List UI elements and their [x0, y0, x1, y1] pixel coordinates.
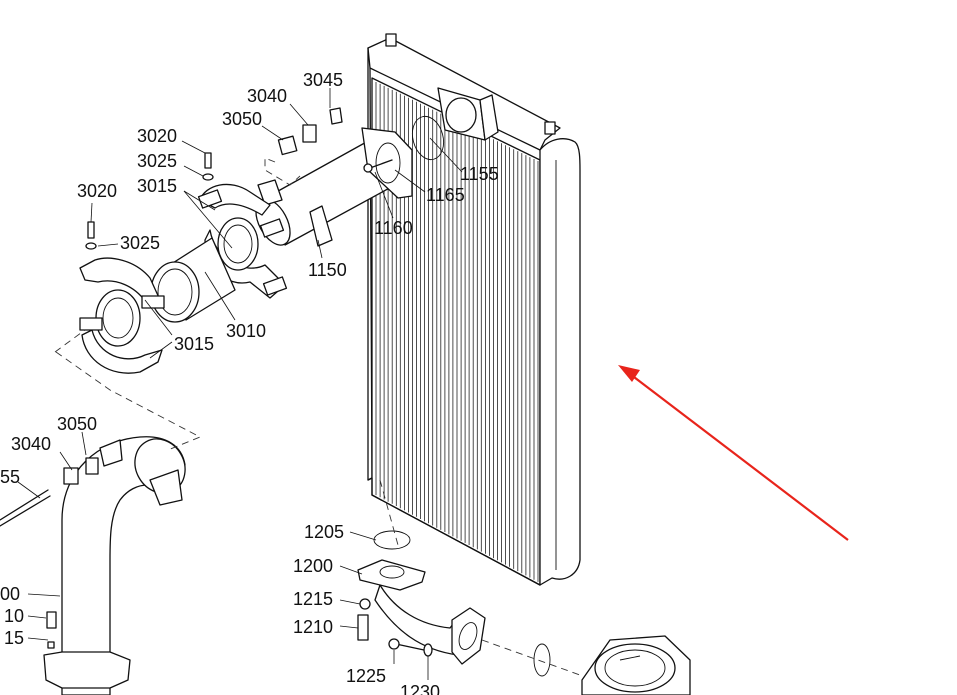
label-15: 15	[4, 628, 24, 648]
label-00: 00	[0, 584, 20, 604]
label-3020: 3020	[137, 126, 177, 146]
label-1225: 1225	[346, 666, 386, 686]
bottom-right-component	[581, 635, 691, 695]
upper-pipe-assembly	[255, 115, 445, 247]
label-1160: 1160	[374, 218, 413, 238]
lower-clamp	[79, 257, 165, 374]
label-3010: 3010	[226, 321, 266, 341]
label-1230: 1230	[400, 682, 440, 695]
dashed-guides	[54, 157, 581, 676]
label-1200: 1200	[293, 556, 333, 576]
red-arrow	[618, 365, 849, 541]
label-1210: 1210	[293, 617, 333, 637]
bottom-outlet	[357, 530, 551, 677]
label-3045: 3045	[303, 70, 343, 90]
leader-lines	[17, 88, 463, 680]
label-10: 10	[4, 606, 24, 626]
label-3020: 3020	[77, 181, 117, 201]
label-3040: 3040	[247, 86, 287, 106]
label-1150: 1150	[308, 260, 347, 280]
label-1215: 1215	[293, 589, 333, 609]
label-1205: 1205	[304, 522, 344, 542]
label-3015: 3015	[137, 176, 177, 196]
label-3025: 3025	[137, 151, 177, 171]
label-3040: 3040	[11, 434, 51, 454]
label-1155: 1155	[460, 164, 499, 184]
label-3050: 3050	[57, 414, 97, 434]
label-3015: 3015	[174, 334, 214, 354]
label-55: 55	[0, 467, 20, 487]
label-1165: 1165	[426, 185, 465, 205]
label-3050: 3050	[222, 109, 262, 129]
part-labels: 3045 3040 3050 3020 3025 3015 3020 3025 …	[0, 70, 499, 695]
radiator-core	[367, 33, 581, 586]
hardware-upper	[85, 107, 343, 250]
elbow-pipe	[0, 436, 186, 695]
label-3025: 3025	[120, 233, 160, 253]
